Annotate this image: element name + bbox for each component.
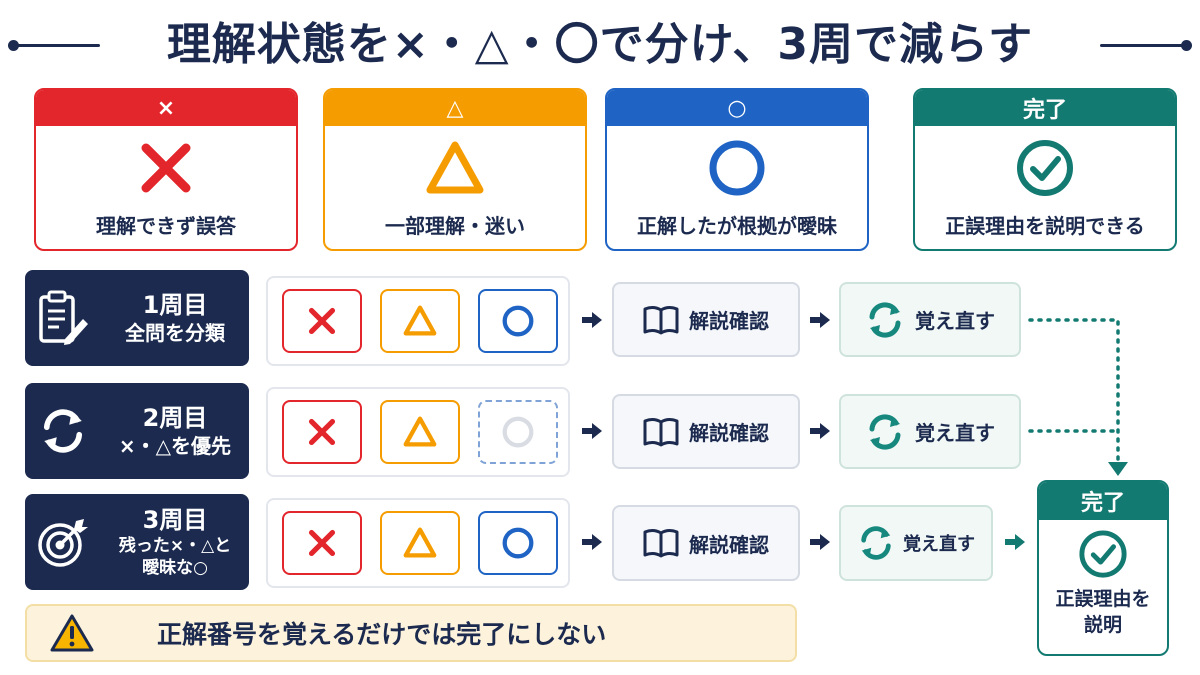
legend-card-cross: × 理解できず誤答 [34, 88, 298, 251]
round-2-relearn-label: 覚え直す [915, 421, 995, 445]
title-left-dot [8, 40, 19, 51]
round-1-relearn-box: 覚え直す [839, 282, 1021, 357]
legend-card-cross-head: × [36, 90, 296, 126]
triangle-icon [403, 305, 437, 336]
round-1-triangle-box [380, 289, 460, 353]
round-1-relearn-label: 覚え直す [915, 309, 995, 333]
round-3-circle-box [478, 511, 558, 575]
legend-card-triangle-desc: 一部理解・迷い [385, 214, 525, 238]
page-title: 理解状態を×・△・〇で分け、3周で減らす [166, 19, 1034, 70]
round-3-relearn-label: 覚え直す [903, 534, 975, 555]
round-3-relearn-box: 覚え直す [839, 505, 993, 581]
round-1-explain-box: 解説確認 [612, 282, 800, 357]
triangle-icon [403, 527, 437, 558]
warning-triangle-icon [50, 614, 94, 652]
circle-icon [502, 305, 534, 337]
round-3-arrow-to-relearn [810, 534, 830, 550]
cross-mark-icon [141, 143, 191, 193]
cross-mark-icon [308, 529, 336, 557]
cross-mark-icon [308, 418, 336, 446]
round-2-cross-box [282, 400, 362, 464]
round-3-explain-box: 解説確認 [612, 505, 800, 581]
round-1-arrow-to-explain [582, 312, 602, 328]
refresh-arrows-icon [43, 409, 83, 453]
round-3-arrow-to-done [1005, 534, 1025, 550]
title-left-rule [14, 44, 100, 47]
round-3-title: 3周目 [142, 506, 208, 534]
legend-card-done-head: 完了 [915, 90, 1175, 126]
round-3-explain-label: 解説確認 [689, 532, 769, 557]
round-2-arrow-to-relearn [810, 423, 830, 439]
round-2-title: 2周目 [142, 404, 208, 432]
refresh-arrows-icon [869, 413, 901, 450]
open-book-icon [643, 529, 679, 558]
title-right-dot [1181, 40, 1192, 51]
round-1-symbol-panel [266, 276, 570, 366]
round-1-title: 1周目 [142, 291, 208, 319]
done-box: 完了 正誤理由を 説明 [1037, 480, 1169, 656]
warning-banner: 正解番号を覚えるだけでは完了にしない [25, 604, 797, 662]
triangle-icon [426, 141, 484, 194]
target-arrow-icon [38, 519, 88, 567]
round-3-arrow-to-explain [582, 534, 602, 550]
round-2-circle-box-faded [478, 400, 558, 464]
triangle-icon [403, 416, 437, 447]
round-3-cross-box [282, 511, 362, 575]
round-3-label: 3周目 残った×・△と 曖昧な○ [25, 494, 249, 590]
warning-text: 正解番号を覚えるだけでは完了にしない [157, 620, 607, 649]
open-book-icon [643, 417, 679, 446]
legend-card-done-desc: 正誤理由を説明できる [945, 214, 1145, 238]
round-2-explain-label: 解説確認 [689, 421, 769, 445]
circle-icon [709, 140, 765, 196]
done-text-line-2: 説明 [1083, 614, 1122, 636]
round-1-subtitle: 全問を分類 [125, 321, 225, 345]
round-1-cross-box [282, 289, 362, 353]
refresh-arrows-icon [869, 301, 901, 338]
circle-icon [502, 527, 534, 559]
dotted-connector [1028, 318, 1128, 476]
round-3-subtitle-line-2: 曖昧な○ [142, 558, 208, 578]
round-2-label: 2周目 ×・△を優先 [25, 383, 249, 479]
legend-card-triangle-head: △ [325, 90, 585, 126]
round-3-symbol-panel [266, 498, 570, 588]
legend-card-circle: ○ 正解したが根拠が曖昧 [605, 88, 869, 251]
round-2-explain-box: 解説確認 [612, 394, 800, 469]
title-right-rule [1100, 44, 1186, 47]
refresh-arrows-icon [861, 526, 891, 560]
legend-card-done: 完了 正誤理由を説明できる [913, 88, 1177, 251]
round-3-subtitle-line-1: 残った×・△と [118, 536, 232, 556]
round-1-label: 1周目 全問を分類 [25, 270, 249, 366]
faded-circle-icon [502, 416, 534, 448]
round-2-symbol-panel [266, 387, 570, 477]
round-2-arrow-to-explain [582, 423, 602, 439]
cross-mark-icon [308, 307, 336, 335]
legend-card-triangle: △ 一部理解・迷い [323, 88, 587, 251]
round-2-triangle-box [380, 400, 460, 464]
done-head: 完了 [1039, 482, 1167, 520]
legend-card-circle-desc: 正解したが根拠が曖昧 [637, 214, 837, 238]
open-book-icon [643, 305, 679, 334]
legend-card-cross-desc: 理解できず誤答 [96, 214, 236, 238]
round-1-arrow-to-relearn [810, 312, 830, 328]
round-1-explain-label: 解説確認 [689, 309, 769, 333]
clipboard-pencil-icon [39, 290, 88, 345]
check-circle-icon [1079, 530, 1127, 578]
round-1-circle-box [478, 289, 558, 353]
round-3-triangle-box [380, 511, 460, 575]
legend-card-circle-head: ○ [607, 90, 867, 126]
round-2-subtitle: ×・△を優先 [118, 434, 232, 458]
done-text-line-1: 正誤理由を [1055, 588, 1151, 610]
round-2-relearn-box: 覚え直す [839, 394, 1021, 469]
check-circle-icon [1017, 140, 1073, 196]
